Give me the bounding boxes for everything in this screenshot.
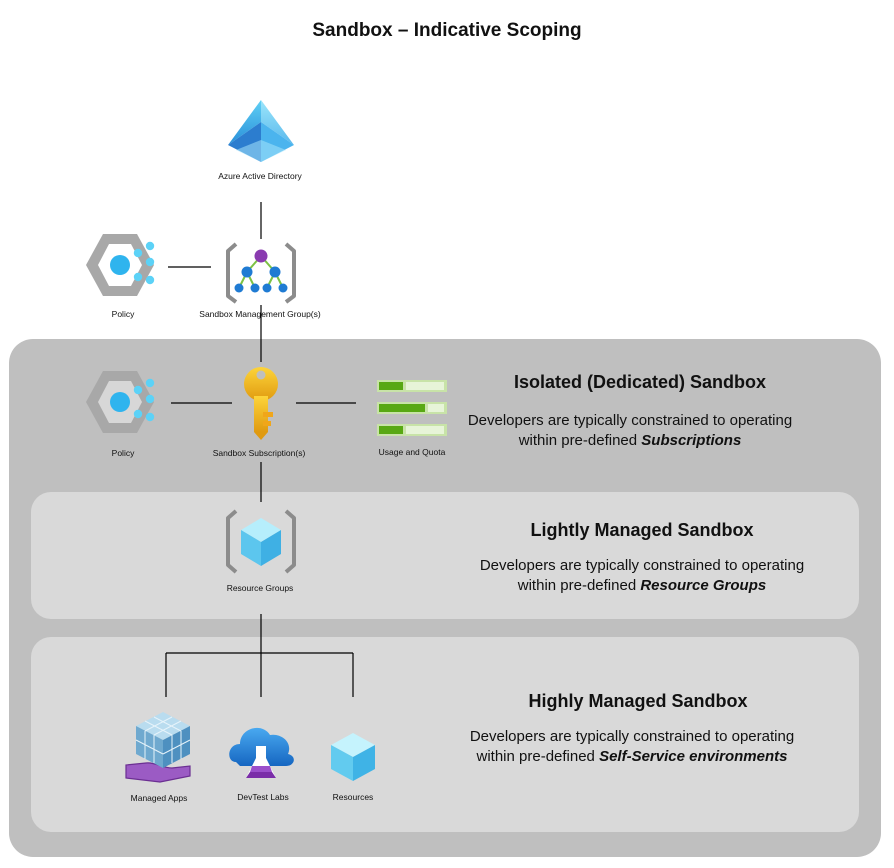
devtest-labs-icon <box>229 727 294 778</box>
mgmt-group-label: Sandbox Management Group(s) <box>199 309 321 319</box>
resource-group-icon <box>226 509 296 574</box>
highly-managed-panel <box>31 637 859 832</box>
lightly-managed-description: Developers are typically constrained to … <box>457 556 827 596</box>
description-line: Developers are typically constrained to … <box>479 557 805 574</box>
highly-managed-title: Highly Managed Sandbox <box>528 691 748 711</box>
description-prefix: within pre-defined <box>476 748 600 765</box>
subscription-label: Sandbox Subscription(s) <box>212 448 306 458</box>
description-prefix: within pre-defined <box>517 577 641 594</box>
isolated-sandbox-description: Developers are typically constrained to … <box>445 411 815 451</box>
description-line: Developers are typically constrained to … <box>469 728 795 745</box>
isolated-sandbox-title: Isolated (Dedicated) Sandbox <box>513 372 767 392</box>
description-line: within pre-defined Subscriptions <box>445 431 815 451</box>
subscription-key-icon <box>244 367 278 440</box>
resources-label: Resources <box>332 792 374 802</box>
managed-apps-icon <box>125 712 191 783</box>
management-group-icon <box>226 242 296 304</box>
description-prefix: within pre-defined <box>518 432 642 449</box>
resource-groups-label: Resource Groups <box>226 583 294 593</box>
usage-quota-icon <box>377 380 447 436</box>
lightly-managed-panel <box>31 492 859 619</box>
policy-icon <box>86 234 155 296</box>
description-line: within pre-defined Self-Service environm… <box>447 747 817 767</box>
diagram-title: Sandbox – Indicative Scoping <box>312 20 582 41</box>
connector-lines <box>165 202 356 697</box>
description-emphasis: Subscriptions <box>641 432 742 449</box>
description-emphasis: Self-Service environments <box>599 748 788 765</box>
usage-quota-label: Usage and Quota <box>378 447 446 457</box>
managed-apps-label: Managed Apps <box>130 793 188 803</box>
resources-icon <box>331 733 375 781</box>
policy-icon <box>86 371 155 433</box>
description-line: within pre-defined Resource Groups <box>457 576 827 596</box>
highly-managed-description: Developers are typically constrained to … <box>447 727 817 767</box>
description-emphasis: Resource Groups <box>640 577 767 594</box>
description-line: Developers are typically constrained to … <box>467 412 793 429</box>
lightly-managed-title: Lightly Managed Sandbox <box>530 520 754 540</box>
azure-active-directory-icon <box>228 100 294 162</box>
policy-label: Policy <box>111 309 135 319</box>
policy-label: Policy <box>111 448 135 458</box>
aad-label: Azure Active Directory <box>218 171 302 181</box>
devtest-labs-label: DevTest Labs <box>237 792 289 802</box>
